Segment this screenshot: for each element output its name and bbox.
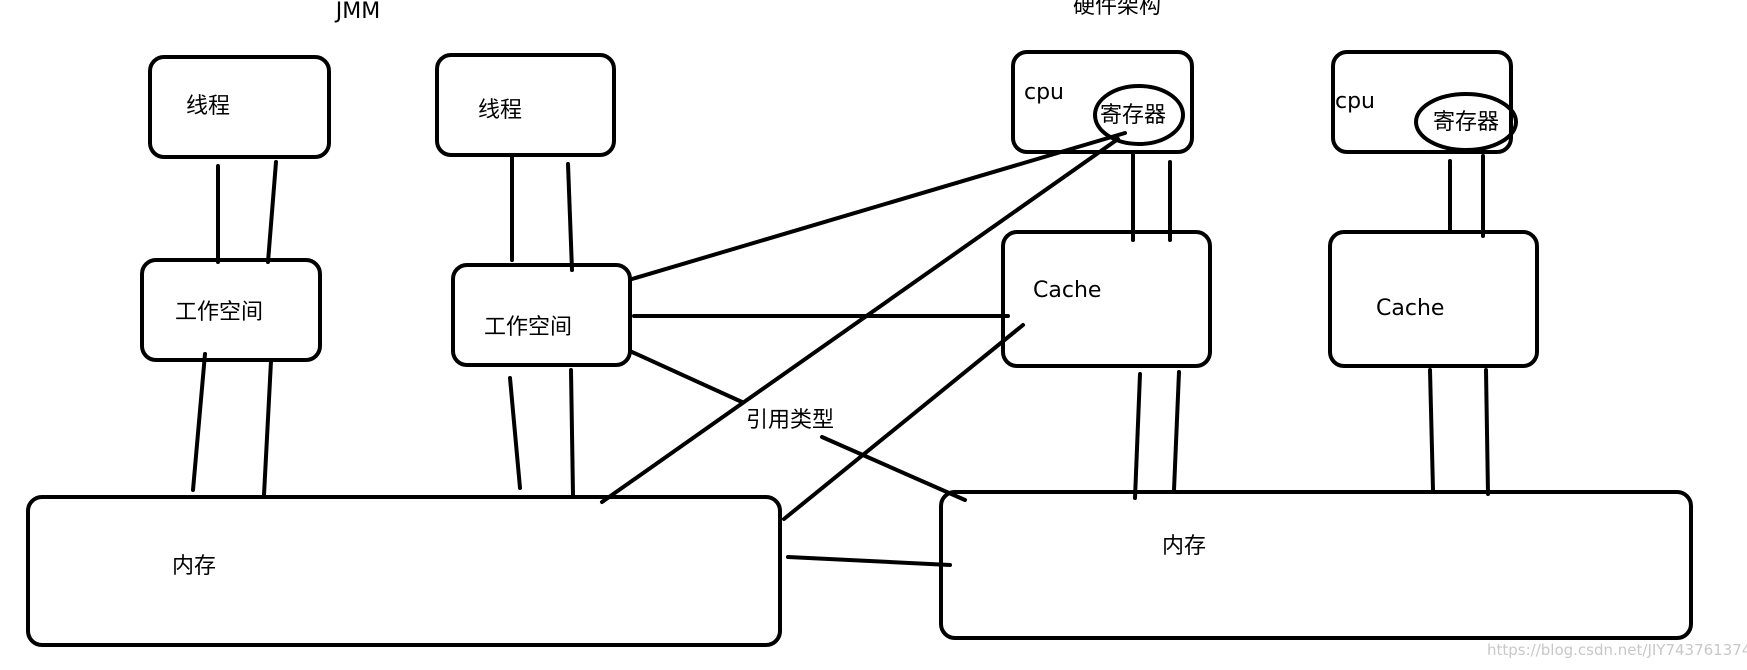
- workspace1-memory-connector-a: [191, 352, 207, 492]
- workspace-label-1: 工作空间: [175, 300, 263, 325]
- reference-type-line-upper: [630, 350, 744, 404]
- hardware-memory-label: 内存: [1162, 534, 1206, 559]
- workspace2-memory-connector-b: [569, 368, 575, 497]
- cache-label-1: Cache: [1033, 278, 1101, 303]
- cpu-box-2: [1331, 50, 1513, 154]
- workspace2-to-register-line: [630, 131, 1127, 281]
- cache-label-2: Cache: [1376, 296, 1444, 321]
- cache2-memory-connector-a: [1428, 368, 1435, 492]
- cache-box-2: [1328, 230, 1539, 368]
- register-label-1: 寄存器: [1100, 103, 1166, 128]
- reference-type-line-lower: [820, 435, 967, 502]
- register-label-2: 寄存器: [1433, 110, 1499, 135]
- workspace2-memory-connector-a: [508, 376, 522, 490]
- workspace1-memory-connector-b: [262, 359, 273, 497]
- register-ellipse-1: [1093, 84, 1185, 146]
- reference-type-label: 引用类型: [746, 408, 834, 433]
- cache1-memory-connector-b: [1172, 370, 1181, 492]
- cpu-label-1: cpu: [1024, 80, 1064, 105]
- thread1-workspace1-connector-b: [266, 160, 278, 264]
- hardware-memory-box: [939, 490, 1693, 640]
- register-ellipse-2: [1414, 92, 1518, 152]
- memory-to-memory-line: [786, 555, 952, 567]
- hardware-architecture-header: 硬件架构: [1073, 0, 1161, 19]
- workspace-box-2: [451, 263, 632, 367]
- thread-box-2: [435, 53, 616, 157]
- jmm-header: JMM: [334, 0, 380, 24]
- jmm-memory-box: [26, 495, 782, 647]
- cache2-memory-connector-b: [1484, 368, 1490, 496]
- cpu-label-2: cpu: [1335, 89, 1375, 114]
- cache1-memory-connector-a: [1133, 372, 1142, 500]
- thread-box-1: [148, 55, 331, 159]
- cache-box-1: [1001, 230, 1212, 368]
- jmm-memory-to-cache-line: [782, 323, 1025, 521]
- watermark-text: https://blog.csdn.net/JIY743761374: [1487, 641, 1747, 659]
- jmm-memory-to-register-line: [600, 137, 1120, 504]
- thread-label-2: 线程: [478, 98, 522, 123]
- jmm-memory-label: 内存: [172, 554, 216, 579]
- workspace-label-2: 工作空间: [484, 315, 572, 340]
- thread-label-1: 线程: [186, 94, 230, 119]
- workspace-box-1: [140, 258, 322, 362]
- thread2-workspace2-connector-b: [566, 162, 574, 272]
